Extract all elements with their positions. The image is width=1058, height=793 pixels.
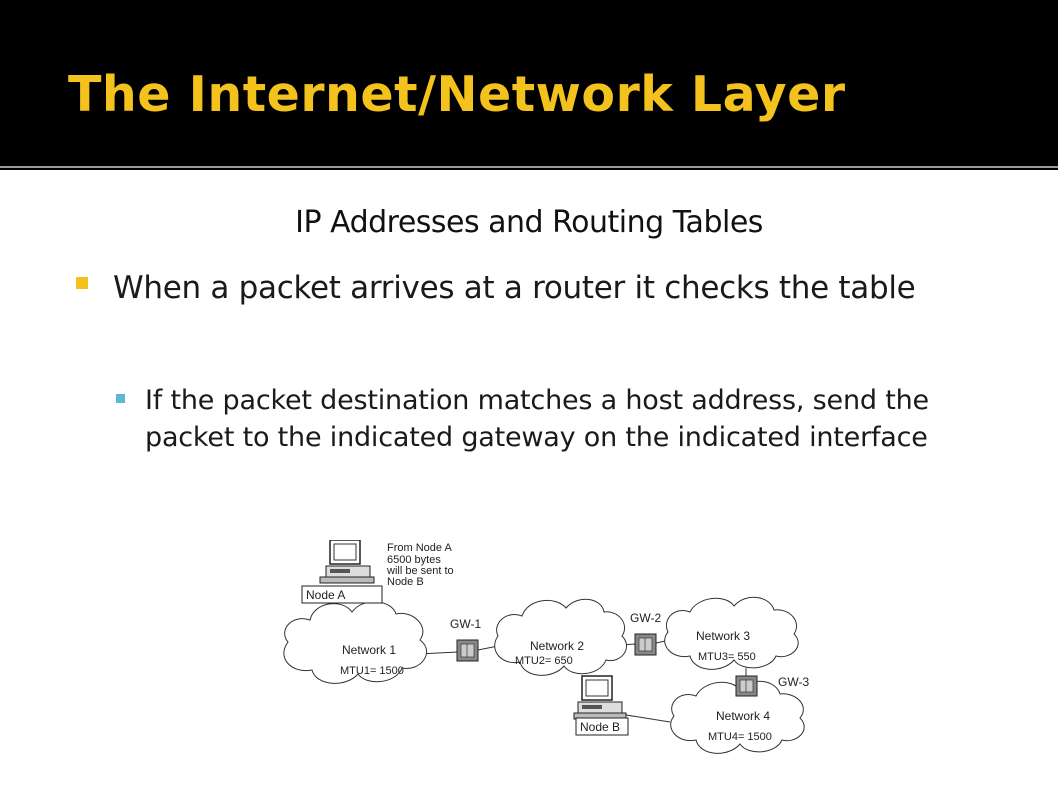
network-4-mtu: MTU4= 1500 <box>708 731 772 743</box>
note-line-2: 6500 bytes <box>387 554 441 566</box>
network-2-mtu: MTU2= 650 <box>515 655 573 667</box>
title-bar: The Internet/Network Layer <box>0 0 1058 166</box>
gateway-1-label: GW-1 <box>450 617 481 631</box>
network-2-label: Network 2 <box>530 639 584 653</box>
network-3-mtu: MTU3= 550 <box>698 651 756 663</box>
node-b-computer-icon <box>573 675 627 720</box>
gateway-3-router-icon <box>735 675 758 697</box>
network-1-mtu: MTU1= 1500 <box>340 665 404 677</box>
node-b-label-box <box>575 717 629 736</box>
square-sub-bullet-icon <box>116 394 125 403</box>
square-bullet-icon <box>76 277 88 289</box>
gateway-2-router-icon <box>634 633 657 656</box>
gateway-3-label: GW-3 <box>778 675 809 689</box>
network-4-cloud <box>670 680 805 754</box>
node-a-label-box <box>301 585 383 604</box>
slide-subtitle: IP Addresses and Routing Tables <box>295 205 763 240</box>
node-b-label: Node B <box>580 720 620 734</box>
network-3-cloud <box>664 596 799 670</box>
network-diagram: Network 1 MTU1= 1500 Network 2 MTU2= 650… <box>283 540 809 754</box>
network-3-label: Network 3 <box>696 629 750 643</box>
gateway-2-label: GW-2 <box>630 611 661 625</box>
slide-body: IP Addresses and Routing Tables When a p… <box>0 170 1058 793</box>
slide-title: The Internet/Network Layer <box>68 66 846 123</box>
node-a-label: Node A <box>306 588 345 602</box>
note-line-4: Node B <box>387 576 424 588</box>
node-a-computer-icon <box>319 540 375 584</box>
network-4-label: Network 4 <box>716 709 770 723</box>
bullet-sub-text: If the packet destination matches a host… <box>145 385 929 453</box>
bullet-main-text: When a packet arrives at a router it che… <box>113 270 916 306</box>
note-line-1: From Node A <box>387 542 452 554</box>
network-2-cloud <box>494 598 628 676</box>
network-1-cloud <box>283 601 427 684</box>
note-line-3: will be sent to <box>386 565 454 577</box>
gateway-1-router-icon <box>456 639 479 662</box>
title-divider <box>0 166 1058 168</box>
link-nodeb-net4 <box>619 713 671 723</box>
network-1-label: Network 1 <box>342 643 396 657</box>
